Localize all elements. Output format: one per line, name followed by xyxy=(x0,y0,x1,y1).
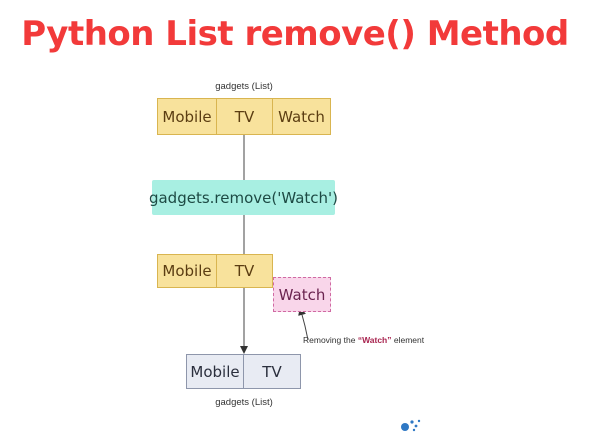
annotation-suffix: element xyxy=(391,335,425,345)
result-list-item-mobile: Mobile xyxy=(186,354,244,389)
top-list-item-watch: Watch xyxy=(272,98,331,135)
annotation-highlight: “Watch” xyxy=(357,335,392,345)
result-list-item-tv: TV xyxy=(243,354,301,389)
method-call-box: gadgets.remove('Watch') xyxy=(149,180,338,215)
page-title: Python List remove() Method xyxy=(21,14,569,54)
top-list-item-tv: TV xyxy=(216,98,273,135)
middle-list-item-mobile: Mobile xyxy=(157,254,217,288)
result-list-caption: gadgets (List) xyxy=(215,397,273,408)
removal-annotation: Removing the “Watch” element xyxy=(303,335,424,345)
removed-item-watch: Watch xyxy=(273,277,331,312)
top-list-item-mobile: Mobile xyxy=(157,98,217,135)
annotation-pointer xyxy=(298,307,309,341)
middle-list-item-tv: TV xyxy=(216,254,273,288)
annotation-prefix: Removing the xyxy=(303,335,358,345)
brand-logo-icon xyxy=(401,419,421,432)
top-list-caption: gadgets (List) xyxy=(215,81,273,92)
